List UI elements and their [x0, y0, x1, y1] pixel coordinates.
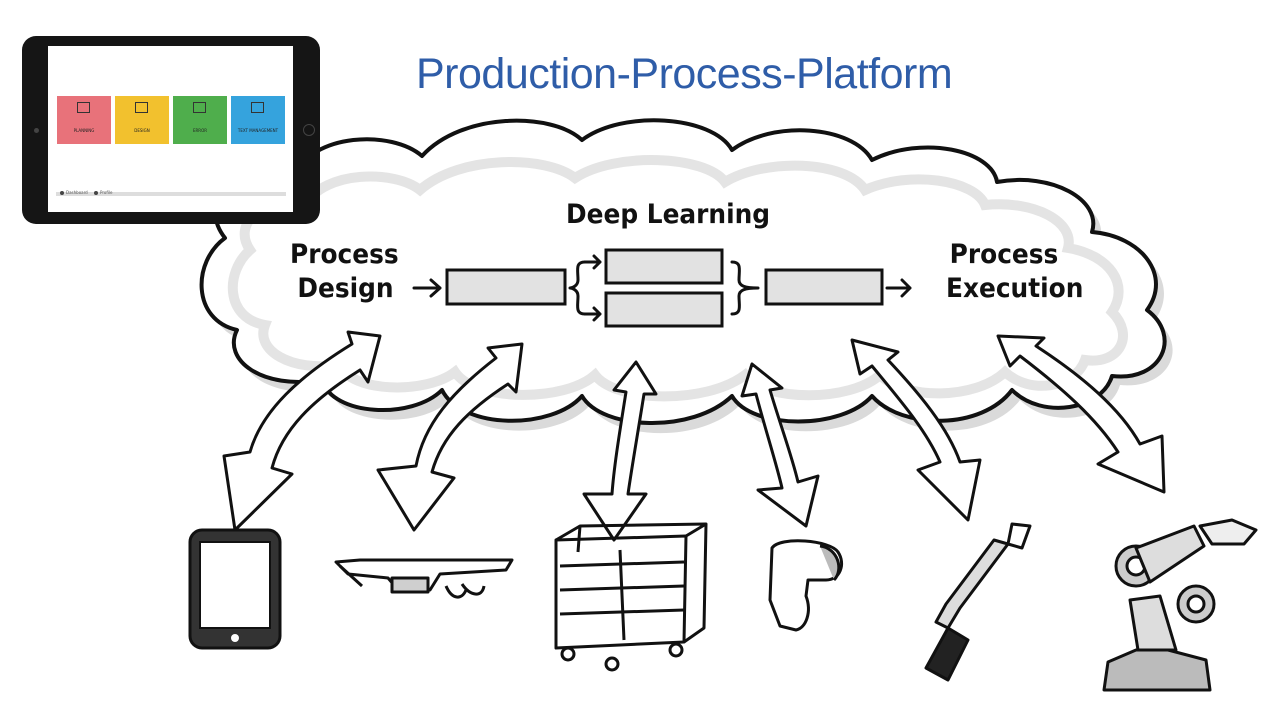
deep-learning-label: Deep Learning [566, 199, 771, 230]
arrow-design-to-box [412, 278, 442, 298]
deep-learning-box-top [604, 248, 724, 285]
bracket-left [568, 260, 587, 316]
double-arrow-6 [996, 334, 1166, 494]
process-execution-line-1: Process [949, 239, 1059, 270]
home-button [303, 124, 315, 136]
grid-icon [251, 102, 264, 113]
tile-text-management[interactable]: TEXT MANAGEMENT [231, 96, 285, 144]
flow-box-1 [445, 268, 567, 306]
process-execution-line-2: Execution [946, 273, 1084, 304]
tab-dashboard[interactable]: Dashboard [60, 190, 88, 195]
deep-learning-box-bottom [604, 291, 724, 328]
tab-bar [56, 192, 286, 196]
double-arrow-2 [376, 342, 524, 532]
double-arrow-5 [850, 338, 982, 522]
plus-box-icon [193, 102, 206, 113]
arrow-to-execution [885, 278, 912, 298]
tablet-screen: PLANNING DESIGN ERROR TEXT MANAGEMENT Da… [48, 46, 293, 212]
tile-error[interactable]: ERROR [173, 96, 227, 144]
smart-glasses-icon [334, 558, 514, 599]
process-design-line-1: Process [290, 239, 399, 270]
dashboard-icon [60, 191, 64, 195]
network-icon [135, 102, 148, 113]
arrow-into-top-box [583, 254, 602, 270]
tablet-device: PLANNING DESIGN ERROR TEXT MANAGEMENT Da… [22, 36, 320, 224]
double-arrow-4 [740, 362, 820, 528]
flow-box-3 [764, 268, 884, 306]
process-design-line-2: Design [297, 273, 394, 304]
barcode-scanner-icon [768, 539, 843, 632]
screwdriver-icon [924, 522, 1032, 682]
bracket-right [730, 260, 760, 316]
double-arrow-3 [582, 360, 658, 542]
arrow-into-bottom-box [583, 306, 602, 322]
tile-design[interactable]: DESIGN [115, 96, 169, 144]
double-arrow-1 [222, 330, 382, 532]
process-design-label: Process Design [290, 238, 399, 306]
profile-icon [94, 191, 98, 195]
calendar-icon [77, 102, 90, 113]
tablet-icon [188, 528, 282, 650]
page-title: Production-Process-Platform [416, 50, 953, 98]
tile-planning[interactable]: PLANNING [57, 96, 111, 144]
robot-arm-icon [1102, 518, 1258, 692]
camera-dot [34, 128, 39, 133]
process-execution-label: Process Execution [946, 238, 1083, 306]
shelf-cart-icon [554, 522, 708, 672]
tab-profile[interactable]: Profile [94, 190, 112, 195]
